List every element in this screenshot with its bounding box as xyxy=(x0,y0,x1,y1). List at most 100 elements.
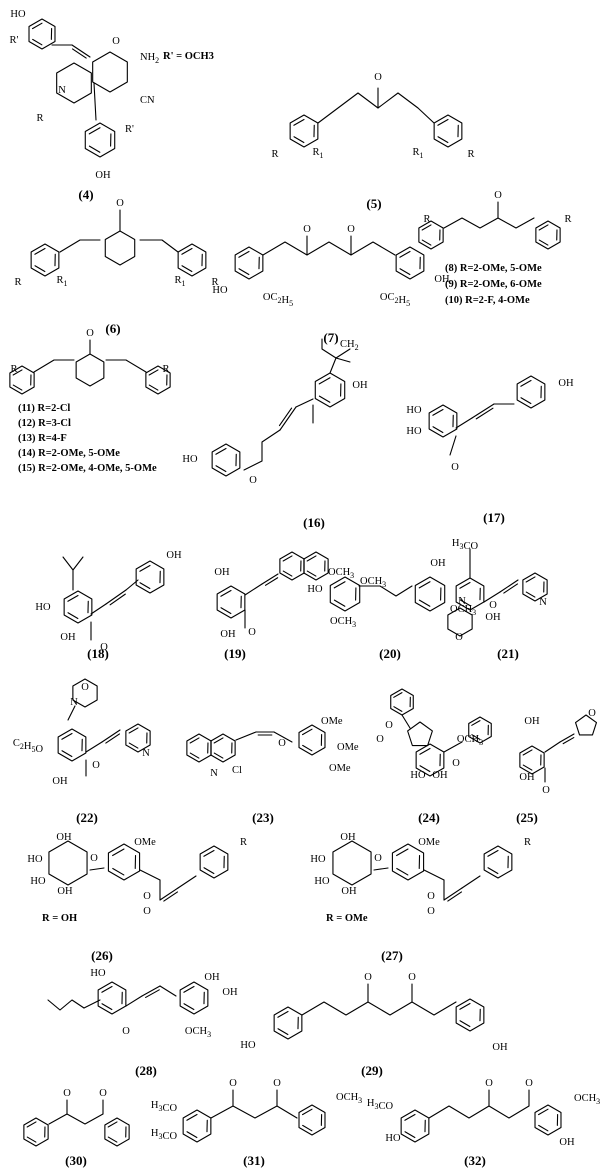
compound-number: (31) xyxy=(243,1153,265,1168)
aromatic-bond xyxy=(318,377,331,385)
chain xyxy=(428,1105,530,1119)
bond xyxy=(85,741,103,753)
aromatic-bond xyxy=(538,1124,549,1132)
compound-number: (28) xyxy=(135,1063,157,1078)
chain xyxy=(93,82,97,121)
aromatic-bond xyxy=(471,734,481,740)
chain xyxy=(48,1113,104,1125)
aromatic-bond xyxy=(301,728,313,736)
atom-label: O xyxy=(249,475,257,486)
aromatic-bond xyxy=(31,22,43,30)
atom-label: O xyxy=(248,627,256,638)
atom-label: R xyxy=(240,837,247,848)
ring xyxy=(56,62,92,104)
aromatic-bond xyxy=(302,1124,313,1132)
aromatic-bond xyxy=(421,224,432,231)
aromatic-bond xyxy=(418,581,431,589)
aromatic-bond xyxy=(12,384,23,391)
aromatic-bond xyxy=(432,408,444,416)
double-bond xyxy=(499,579,519,593)
ring xyxy=(332,840,372,886)
aromatic-bond xyxy=(34,265,46,273)
atom-label: R xyxy=(423,214,430,225)
ring xyxy=(414,576,446,612)
atom-label: HO xyxy=(182,454,198,465)
bond xyxy=(455,417,473,429)
aromatic-bond xyxy=(220,607,232,615)
aromatic-bond xyxy=(88,127,101,135)
double-bond xyxy=(163,891,179,902)
compound-number: (27) xyxy=(381,948,403,963)
atom-label: OH xyxy=(432,770,448,781)
atom-label: OCH3 xyxy=(457,734,483,747)
atom-label: O xyxy=(90,853,98,864)
compound-number: (17) xyxy=(483,510,505,525)
atom-label: O xyxy=(99,1088,107,1099)
atom-label: HO xyxy=(307,584,323,595)
chain xyxy=(317,92,435,124)
chain xyxy=(62,556,84,571)
aromatic-bond xyxy=(238,268,250,276)
double-bond xyxy=(105,733,121,744)
atom-label: O xyxy=(116,198,124,209)
atom-label: HO xyxy=(30,876,46,887)
substituent-variant: (11) R=2-Cl xyxy=(18,403,70,414)
atom-label: OH xyxy=(352,380,368,391)
aromatic-bond xyxy=(293,118,305,126)
aromatic-bond xyxy=(186,1113,198,1121)
aromatic-bond xyxy=(189,752,200,759)
aromatic-bond xyxy=(419,765,431,773)
bond xyxy=(401,714,411,729)
bond xyxy=(443,741,463,753)
aromatic-bond xyxy=(215,465,227,473)
double-bond xyxy=(261,573,279,585)
compound-number: (20) xyxy=(379,646,401,661)
bond xyxy=(125,995,143,1007)
ring xyxy=(516,375,546,409)
substituent-note: R = OH xyxy=(42,913,77,924)
compound-number: (23) xyxy=(252,810,274,825)
atom-label: R1 xyxy=(174,275,185,288)
aromatic-bond xyxy=(301,1108,313,1116)
atom-label: R xyxy=(524,837,531,848)
aromatic-bond xyxy=(522,749,533,756)
atom-label: OH xyxy=(430,558,446,569)
aromatic-bond xyxy=(538,239,549,246)
aromatic-bond xyxy=(459,581,471,589)
ring xyxy=(519,745,545,775)
aromatic-bond xyxy=(148,384,159,391)
atom-label: R1 xyxy=(412,147,423,160)
atom-label: O xyxy=(451,462,459,473)
aromatic-bond xyxy=(306,570,317,577)
atom-label: O xyxy=(374,853,382,864)
atom-label: O xyxy=(455,632,463,643)
atom-label: O xyxy=(374,72,382,83)
ring-5 xyxy=(407,721,433,747)
atom-label: N xyxy=(539,597,547,608)
ring xyxy=(28,18,56,50)
aromatic-bond xyxy=(437,118,449,126)
atom-label: HO xyxy=(410,770,426,781)
aromatic-bond xyxy=(139,564,151,572)
double-bond xyxy=(264,577,279,586)
aromatic-bond xyxy=(61,732,73,740)
aromatic-bond xyxy=(459,599,471,607)
ring xyxy=(57,728,87,762)
ring xyxy=(522,572,548,602)
aromatic-bond xyxy=(112,867,125,876)
aromatic-bond xyxy=(181,265,193,273)
ring xyxy=(395,246,425,280)
ring xyxy=(455,998,485,1032)
aromatic-bond xyxy=(302,744,313,752)
substituent-note: R' = OCH3 xyxy=(163,51,214,62)
double-bond xyxy=(141,985,161,997)
atom-label: OH xyxy=(95,170,111,181)
aromatic-bond xyxy=(88,145,101,153)
atom-label: O xyxy=(494,190,502,201)
atom-label: OH xyxy=(524,716,540,727)
substituent-variant: (9) R=2-OMe, 6-OMe xyxy=(445,279,542,290)
compound-number: (30) xyxy=(65,1153,87,1168)
ring xyxy=(104,1117,130,1147)
double-bond xyxy=(475,407,494,420)
bond xyxy=(177,875,197,889)
